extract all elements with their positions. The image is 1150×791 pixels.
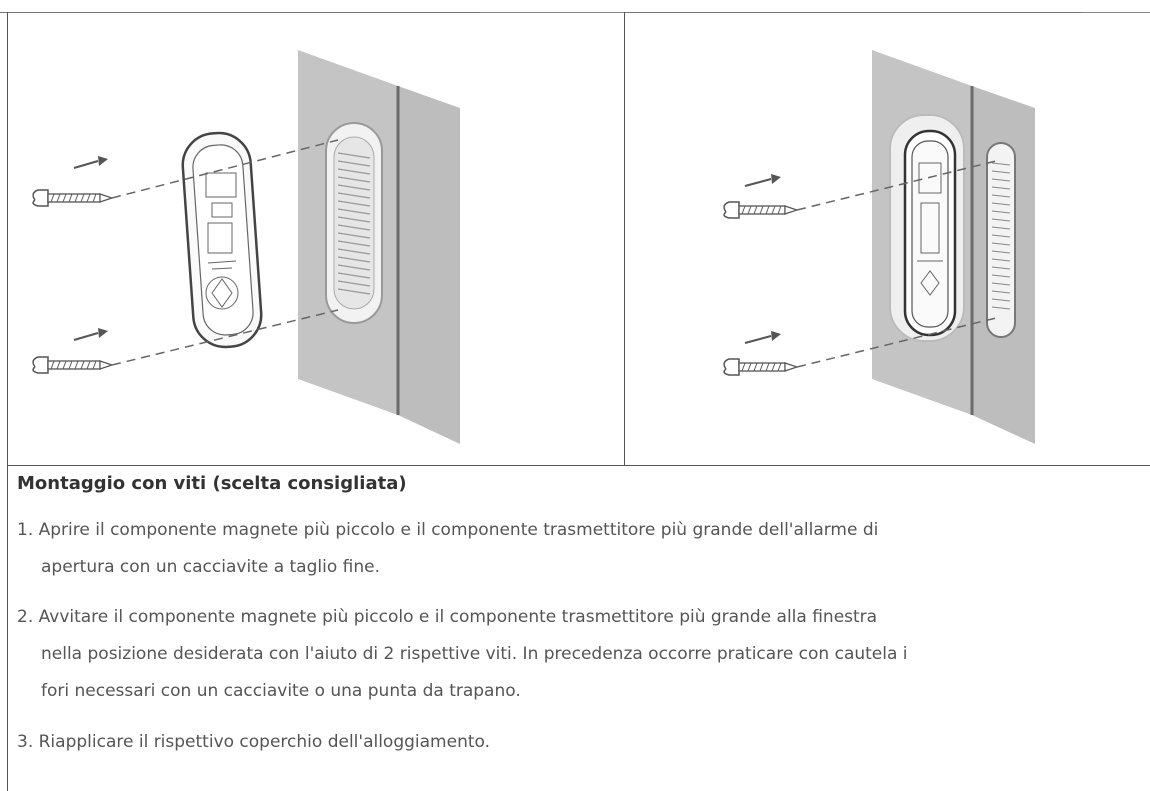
window-frame-panel	[398, 86, 460, 444]
illustration-mounting-base	[32, 50, 460, 444]
illustration-mounted-base	[723, 50, 1035, 444]
magnet-footprint	[325, 122, 383, 324]
table-top-border	[481, 12, 624, 13]
screw-upper	[723, 159, 1001, 219]
screw-lower	[32, 309, 339, 374]
step-1: 1. Aprire il componente magnete più picc…	[17, 512, 1137, 586]
text-left-border	[7, 466, 8, 791]
table-cell-divider	[624, 12, 625, 466]
step-text-line: 2. Avvitare il componente magnete più pi…	[17, 607, 878, 627]
step-text-line: nella posizione desiderata con l'aiuto d…	[41, 644, 908, 664]
section-title: Montaggio con viti (scelta consigliata)	[17, 473, 407, 494]
step-2: 2. Avvitare il componente magnete più pi…	[17, 599, 1137, 710]
screw-upper	[32, 139, 339, 207]
screw-lower	[723, 316, 1001, 376]
transmitter-base	[181, 131, 263, 349]
step-text-line: 3. Riapplicare il rispettivo coperchio d…	[17, 732, 491, 752]
step-text-line: fori necessari con un cacciavite o una p…	[41, 681, 521, 701]
table-top-border	[1082, 12, 1150, 13]
illustration-table	[7, 12, 1150, 466]
transmitter-base	[903, 129, 957, 337]
step-text-line: 1. Aprire il componente magnete più picc…	[17, 520, 879, 540]
table-top-border	[0, 12, 481, 13]
table-top-border	[624, 12, 1150, 13]
step-text-line: apertura con un cacciavite a taglio fine…	[41, 557, 380, 577]
magnet-part	[986, 142, 1016, 338]
step-3: 3. Riapplicare il rispettivo coperchio d…	[17, 724, 1137, 761]
